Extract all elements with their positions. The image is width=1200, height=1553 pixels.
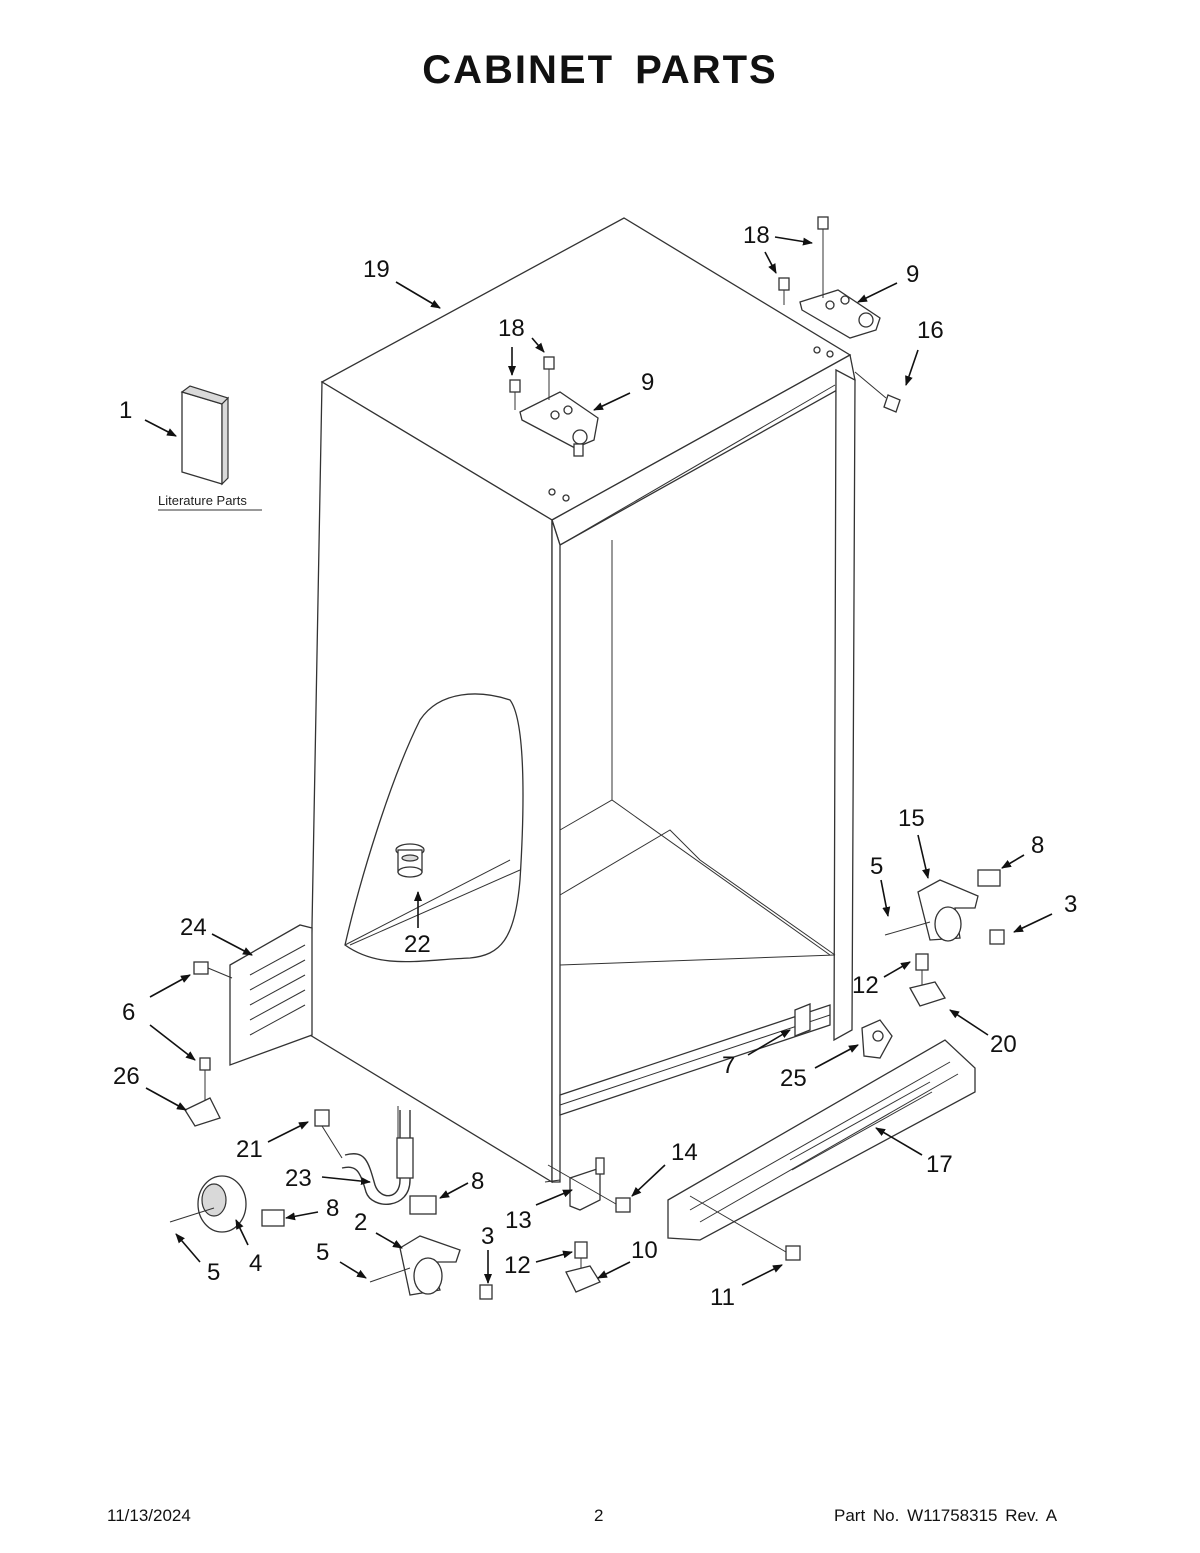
callout-16: 16 (917, 317, 944, 344)
front-roller-right (884, 869, 1005, 945)
drain-fitting (395, 843, 425, 878)
callout-12-left: 12 (504, 1252, 531, 1279)
callout-25: 25 (780, 1065, 807, 1092)
callout-23: 23 (285, 1165, 312, 1192)
cabinet-cutaway (344, 693, 524, 963)
top-hinge-right (778, 216, 881, 339)
callout-11: 11 (710, 1284, 735, 1311)
leveler-10 (565, 1241, 601, 1293)
screw-6 (193, 961, 233, 979)
callout-22: 22 (404, 931, 431, 958)
callout-3-right: 3 (1064, 891, 1077, 918)
callout-15: 15 (898, 805, 925, 832)
callout-5-center: 5 (316, 1239, 329, 1266)
footer-date: 11/13/2024 (107, 1506, 191, 1525)
bracket-26 (184, 1057, 221, 1127)
callout-1: 1 (119, 397, 132, 424)
callout-9-center: 9 (641, 369, 654, 396)
rear-roller-left (169, 1175, 437, 1233)
leveler-20 (909, 953, 946, 1007)
callout-6: 6 (122, 999, 135, 1026)
callout-5-right: 5 (870, 853, 883, 880)
page-title: CABINET PARTS (422, 48, 778, 92)
callout-12-right: 12 (852, 972, 879, 999)
callout-20: 20 (990, 1031, 1017, 1058)
callout-7: 7 (722, 1052, 735, 1079)
callout-19: 19 (363, 256, 390, 283)
top-hinge-center (509, 356, 599, 457)
callout-18-top-right: 18 (743, 222, 770, 249)
callout-14: 14 (671, 1139, 698, 1166)
cabinet-body (309, 217, 856, 1184)
callout-24: 24 (180, 914, 207, 941)
rear-grille (229, 924, 313, 1066)
literature-label: Literature Parts (158, 493, 247, 508)
hinge-bracket-25 (861, 1019, 893, 1059)
callout-21: 21 (236, 1136, 263, 1163)
hinge-pin (854, 371, 901, 413)
callout-4: 4 (249, 1250, 262, 1277)
callout-10: 10 (631, 1237, 658, 1264)
callout-arrows (144, 236, 1053, 1286)
bracket-13 (547, 1157, 631, 1213)
callout-3-left: 3 (481, 1223, 494, 1250)
callout-8-left: 8 (326, 1195, 339, 1222)
drain-tube (314, 1106, 414, 1205)
callout-26: 26 (113, 1063, 140, 1090)
callout-9-right: 9 (906, 261, 919, 288)
callout-18-center: 18 (498, 315, 525, 342)
base-grille (667, 1039, 976, 1261)
footer-page-number: 2 (594, 1506, 604, 1525)
bracket-7 (794, 1003, 811, 1037)
callout-17: 17 (926, 1151, 953, 1178)
literature-booklet (158, 385, 262, 511)
front-roller-left (369, 1235, 493, 1300)
callout-2: 2 (354, 1209, 367, 1236)
callout-5-left: 5 (207, 1259, 220, 1286)
callout-8-center: 8 (471, 1168, 484, 1195)
callout-13: 13 (505, 1207, 532, 1234)
footer-part-number: Part No. W11758315 Rev. A (834, 1506, 1058, 1525)
callout-8-right: 8 (1031, 832, 1044, 859)
